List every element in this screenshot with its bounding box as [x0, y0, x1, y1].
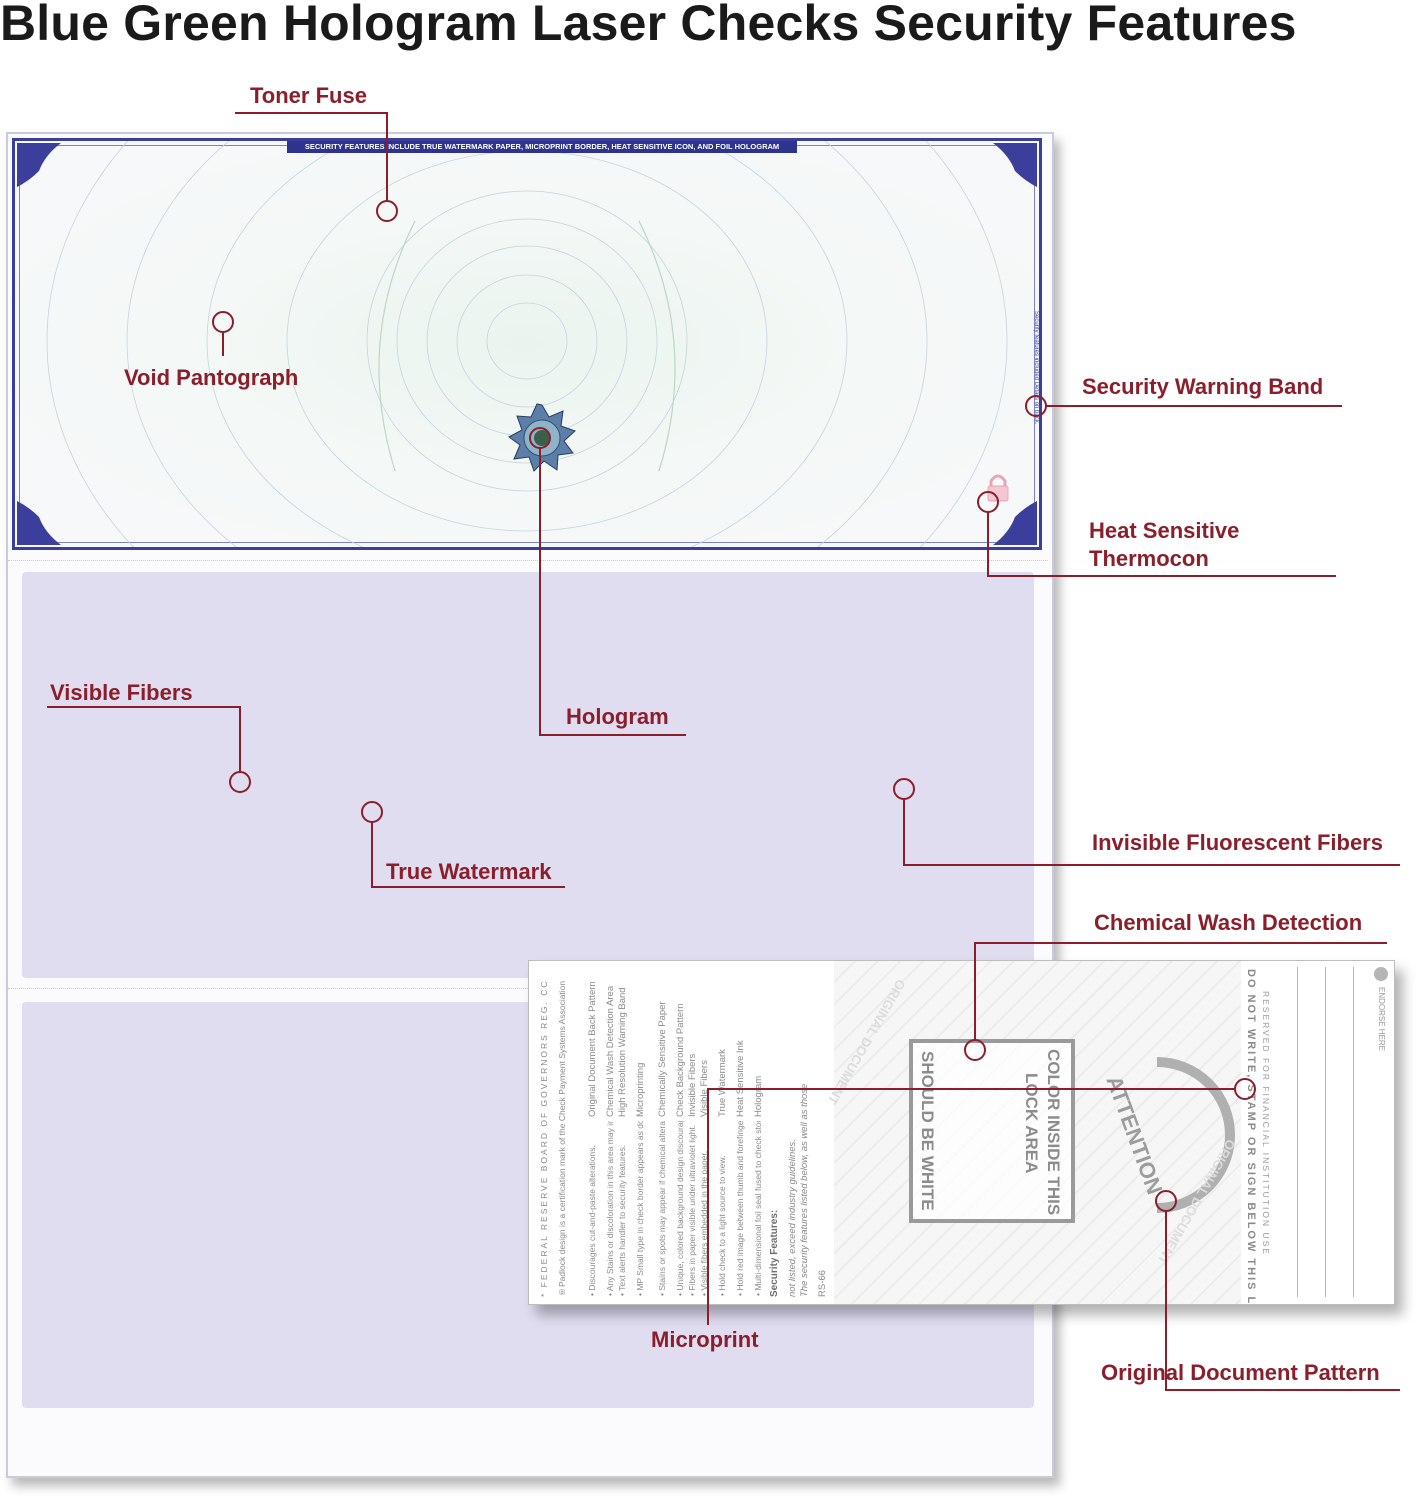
label-original-document-pattern: Original Document Pattern: [1101, 1360, 1380, 1385]
label-invisible-fluorescent-fibers: Invisible Fluorescent Fibers: [1092, 830, 1383, 855]
feature-7: Chemically Sensitive Paper: [657, 1001, 668, 1117]
label-true-watermark: True Watermark: [386, 859, 552, 884]
feature-3: True Watermark: [717, 1049, 728, 1117]
rs-code: RS-66: [817, 1270, 828, 1297]
security-features-heading: Security Features:: [769, 1209, 780, 1297]
feature-desc-6: • Unique, colored background design disc…: [675, 1121, 685, 1296]
check-face: SECURITY FEATURES INCLUDE TRUE WATERMARK…: [12, 138, 1042, 550]
feature-2: Heat Sensitive Ink: [735, 1040, 746, 1117]
label-heat-sensitive-line-1: Heat Sensitive: [1089, 518, 1240, 543]
pantograph-pattern: [17, 141, 1037, 547]
check-back: RS-66 The security features listed below…: [528, 960, 1395, 1305]
feature-desc-4: • Visible fibers embedded in the paper.: [699, 1150, 709, 1296]
lock-text-3: SHOULD BE WHITE: [918, 1051, 937, 1211]
feature-5: Invisible Fibers: [687, 1053, 698, 1117]
feature-desc-7: • Stains or spots may appear if chemical…: [657, 1121, 667, 1296]
padlock-icon: [987, 474, 1009, 502]
perforation-top: [8, 560, 1048, 561]
endorse-warning-1: DO NOT WRITE, STAMP OR SIGN BELOW THIS L…: [1245, 969, 1257, 1305]
feature-desc-3: • Hold check to a light source to view.: [717, 1155, 727, 1296]
endorse-warning-2: RESERVED FOR FINANCIAL INSTITUTION USE: [1261, 991, 1271, 1256]
page-title: Blue Green Hologram Laser Checks Securit…: [0, 0, 1297, 51]
endorse-line-2: [1325, 967, 1326, 1297]
label-visible-fibers: Visible Fibers: [50, 680, 193, 705]
label-chemical-wash-detection: Chemical Wash Detection: [1094, 910, 1363, 935]
feature-desc-5: • Fibers in paper visible under ultravio…: [687, 1124, 697, 1296]
feature-desc-2: • Hold red image between thumb and foref…: [735, 1121, 746, 1296]
feature-6: Check Background Pattern: [675, 1003, 686, 1117]
feature-1: Hologram: [753, 1075, 764, 1117]
security-warning-band-text: Security features included Details on ba…: [1033, 311, 1039, 425]
endorse-line-3: [1353, 967, 1354, 1297]
feature-10: Chemical Wash Detection Area: [605, 985, 616, 1117]
feature-9: High Resolution Warning Band: [617, 987, 628, 1117]
voucher-panel-1: [22, 572, 1034, 978]
label-hologram: Hologram: [566, 704, 669, 729]
lock-area-box: COLOR INSIDE THIS LOCK AREA SHOULD BE WH…: [909, 1039, 1075, 1223]
feature-desc-11: • Discourages cut-and-paste alterations.: [587, 1145, 597, 1296]
feature-desc-9: • Text alerts handler to security featur…: [617, 1144, 627, 1296]
label-toner-fuse: Toner Fuse: [250, 83, 367, 108]
endorse-line-1: [1297, 967, 1298, 1297]
label-void-pantograph: Void Pantograph: [124, 365, 299, 390]
feature-desc-1: • Multi-dimensional foil seal fused to c…: [753, 1121, 763, 1296]
feature-4: Visible Fibers: [699, 1060, 710, 1117]
feature-desc-8: • MP Small type in check border appears …: [635, 1121, 645, 1296]
feature-desc-10: • Any Stains or discoloration in this ar…: [605, 1121, 615, 1296]
feature-11: Original Document Back Pattern: [587, 981, 598, 1117]
lock-text-1: COLOR INSIDE THIS: [1044, 1049, 1063, 1216]
label-microprint: Microprint: [651, 1327, 759, 1352]
feature-8: Microprinting: [635, 1062, 646, 1117]
endorse-dot: [1374, 967, 1388, 981]
label-heat-sensitive-line-2: Thermocon: [1089, 546, 1209, 571]
disclaimer-line-1: The security features listed below, as w…: [799, 1083, 810, 1297]
reserve-note: * FEDERAL RESERVE BOARD OF GOVERNORS REG…: [539, 979, 549, 1297]
security-features-banner: SECURITY FEATURES INCLUDE TRUE WATERMARK…: [287, 141, 797, 153]
hologram-seal-icon: [508, 403, 576, 472]
label-security-warning-band: Security Warning Band: [1082, 374, 1324, 399]
lock-text-2: LOCK AREA: [1022, 1073, 1041, 1174]
disclaimer-line-2: not listed, exceed industry guidelines.: [787, 1139, 798, 1297]
endorse-here: ENDORSE HERE: [1377, 987, 1386, 1052]
padlock-note: ®Padlock design is a certification mark …: [557, 980, 567, 1297]
